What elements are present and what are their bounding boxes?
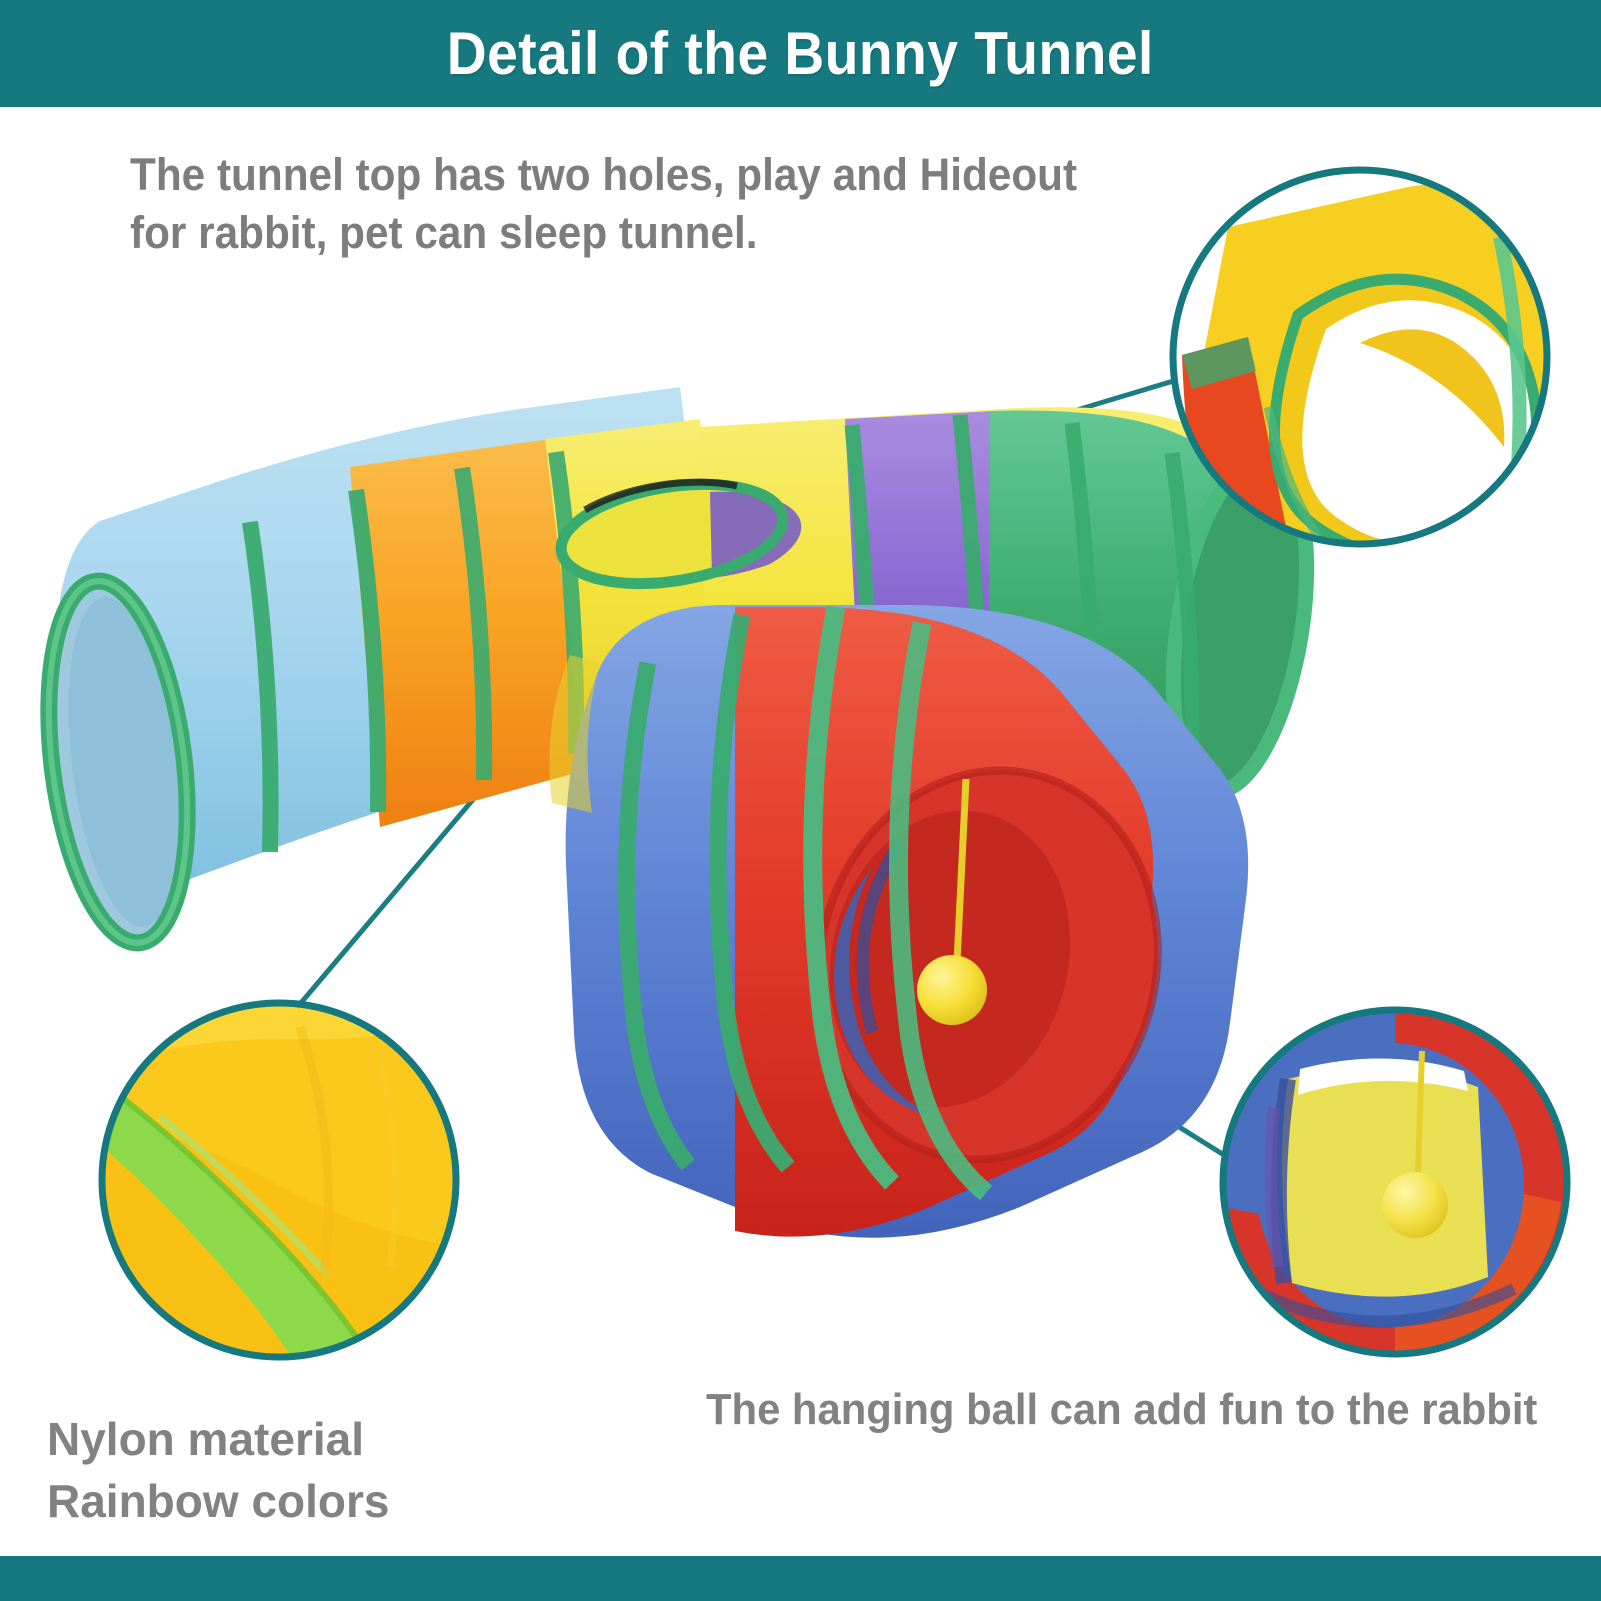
- caption-nylon-material: Nylon material Rainbow colors: [47, 1408, 517, 1532]
- product-illustration-stage: [0, 107, 1601, 1556]
- tunnel-top-hole: [555, 478, 802, 590]
- product-photo-tunnel: [40, 387, 1315, 1238]
- callout-hanging-ball: [1382, 1172, 1448, 1238]
- callout-top-right-border: [1169, 166, 1551, 548]
- callout-bottom-right-border: [1219, 1006, 1571, 1358]
- hanging-ball-assembly: [917, 778, 987, 1025]
- footer-bar: [0, 1556, 1601, 1601]
- callout-bottom-right[interactable]: [1219, 1006, 1571, 1358]
- hanging-ball: [917, 955, 987, 1025]
- callout-bottom-left[interactable]: [84, 963, 460, 1377]
- intro-paragraph: The tunnel top has two holes, play and H…: [130, 149, 1078, 258]
- caption-nylon-line-2: Rainbow colors: [47, 1475, 390, 1528]
- callout-top-right[interactable]: [1169, 166, 1598, 601]
- ball-string: [953, 778, 970, 963]
- page-title: Detail of the Bunny Tunnel: [446, 20, 1155, 87]
- tunnel-front-arm: [565, 605, 1249, 1238]
- header-bar: Detail of the Bunny Tunnel: [0, 0, 1601, 107]
- callout-bottom-left-border: [98, 999, 460, 1361]
- tunnel-right-opening: [1173, 458, 1307, 792]
- callout-ball-string: [1415, 1050, 1425, 1176]
- caption-nylon-line-1: Nylon material: [47, 1413, 364, 1465]
- caption-hanging-ball: The hanging ball can add fun to the rabb…: [706, 1385, 1538, 1434]
